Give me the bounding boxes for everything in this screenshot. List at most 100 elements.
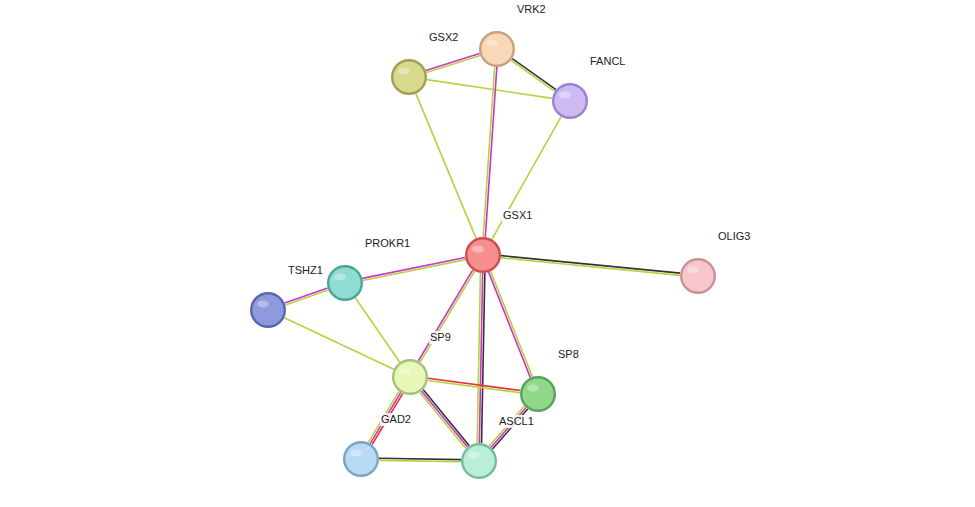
interaction-edge xyxy=(492,117,561,240)
interaction-edge xyxy=(489,271,533,377)
node-label: GAD2 xyxy=(380,413,412,426)
evidence-line xyxy=(428,378,520,390)
interaction-edge xyxy=(285,288,329,305)
evidence-line xyxy=(285,288,328,303)
evidence-line xyxy=(363,260,466,281)
node-circle xyxy=(392,60,426,94)
node-label: GSX1 xyxy=(502,209,533,222)
evidence-line xyxy=(420,392,466,448)
node-highlight xyxy=(486,40,498,47)
evidence-line xyxy=(379,458,461,459)
protein-node: SP9 xyxy=(392,359,428,395)
interaction-edge xyxy=(420,390,470,449)
node-circle xyxy=(680,258,716,294)
evidence-line xyxy=(418,270,473,361)
evidence-line xyxy=(491,271,533,377)
interaction-edge xyxy=(477,273,485,443)
node-circle xyxy=(480,32,514,66)
node-label: OLIG3 xyxy=(717,230,751,243)
interaction-edge xyxy=(355,298,400,362)
node-circle xyxy=(552,83,588,119)
evidence-line xyxy=(426,53,480,70)
evidence-line xyxy=(362,258,465,279)
evidence-line xyxy=(421,391,467,447)
node-circle xyxy=(327,265,363,301)
node-circle xyxy=(392,359,428,395)
node-circle xyxy=(479,31,515,67)
protein-node: GSX1 xyxy=(465,237,501,273)
node-label: ASCL1 xyxy=(498,415,535,428)
node-circle xyxy=(465,237,501,273)
evidence-line xyxy=(492,117,561,240)
node-circle xyxy=(461,443,497,479)
evidence-line xyxy=(427,80,552,99)
evidence-line xyxy=(284,318,393,370)
interaction-edge xyxy=(362,258,465,281)
node-circle xyxy=(391,59,427,95)
evidence-line xyxy=(379,460,461,461)
node-highlight xyxy=(398,68,410,75)
evidence-line xyxy=(285,290,328,305)
node-highlight xyxy=(559,92,571,99)
node-highlight xyxy=(399,368,411,375)
node-label: SP9 xyxy=(429,331,452,344)
node-circle xyxy=(462,444,496,478)
evidence-line xyxy=(501,256,680,274)
protein-node: TSHZ1 xyxy=(250,292,286,328)
evidence-line xyxy=(512,59,556,90)
evidence-line xyxy=(416,94,476,239)
node-label: TSHZ1 xyxy=(287,264,324,277)
node-circle xyxy=(681,259,715,293)
protein-node: SP8 xyxy=(520,376,556,412)
evidence-line xyxy=(489,272,531,378)
evidence-line xyxy=(511,60,555,91)
node-label: SP8 xyxy=(557,348,580,361)
protein-node: FANCL xyxy=(552,83,588,119)
protein-node: ASCL1 xyxy=(461,443,497,479)
node-circle xyxy=(328,266,362,300)
evidence-line xyxy=(420,271,475,362)
evidence-line xyxy=(426,56,480,73)
node-highlight xyxy=(257,301,269,308)
interaction-edge xyxy=(511,59,556,92)
node-circle xyxy=(343,441,379,477)
evidence-line xyxy=(428,380,520,392)
interaction-edge xyxy=(416,94,476,239)
node-highlight xyxy=(334,274,346,281)
interaction-edge xyxy=(501,256,680,276)
evidence-line xyxy=(485,67,497,237)
node-highlight xyxy=(527,385,539,392)
evidence-line xyxy=(501,258,680,276)
node-highlight xyxy=(472,246,484,253)
node-circle xyxy=(251,293,285,327)
interaction-edge xyxy=(428,378,521,392)
node-label: VRK2 xyxy=(516,3,547,16)
interaction-edge xyxy=(418,270,474,362)
protein-node: GSX2 xyxy=(391,59,427,95)
node-circle xyxy=(344,442,378,476)
interaction-edge xyxy=(284,318,393,370)
evidence-line xyxy=(355,298,400,362)
node-circle xyxy=(520,376,556,412)
interaction-edge xyxy=(426,53,480,72)
node-label: PROKR1 xyxy=(364,237,411,250)
protein-node: OLIG3 xyxy=(680,258,716,294)
interaction-edge xyxy=(427,80,552,99)
node-highlight xyxy=(350,450,362,457)
node-label: GSX2 xyxy=(428,31,459,44)
node-label: FANCL xyxy=(589,55,626,68)
node-circle xyxy=(250,292,286,328)
node-highlight xyxy=(687,267,699,274)
evidence-line xyxy=(483,67,495,237)
node-circle xyxy=(466,238,500,272)
node-circle xyxy=(553,84,587,118)
protein-node: PROKR1 xyxy=(327,265,363,301)
interaction-edge xyxy=(379,458,461,462)
evidence-line xyxy=(423,390,469,446)
node-circle xyxy=(521,377,555,411)
protein-node: VRK2 xyxy=(479,31,515,67)
evidence-line xyxy=(477,273,480,443)
node-circle xyxy=(393,360,427,394)
protein-node: GAD2 xyxy=(343,441,379,477)
